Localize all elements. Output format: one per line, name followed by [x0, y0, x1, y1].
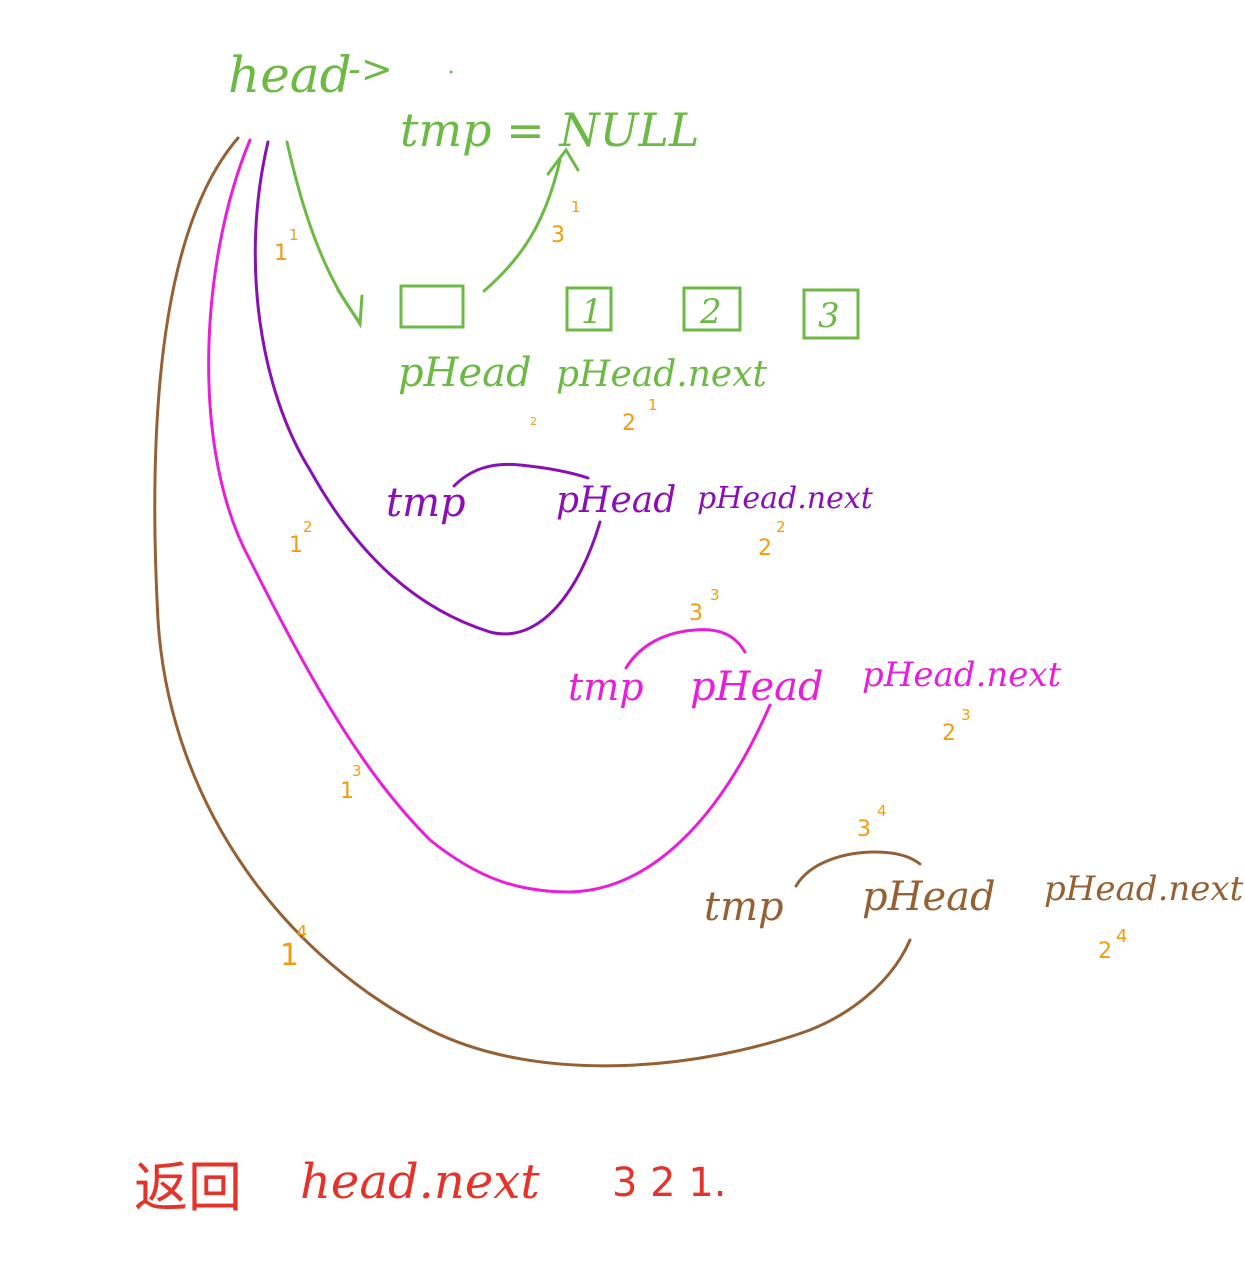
row3-phead-next: pHead.next	[862, 655, 1062, 695]
step-1-4-base: 1	[280, 938, 299, 973]
node-1-box	[565, 286, 613, 332]
step-2-2-sup: 2	[776, 518, 786, 536]
node-3-box	[802, 288, 860, 340]
row2-phead: pHead	[556, 480, 676, 521]
recursion-curve-3	[207, 138, 772, 894]
node-1-value: 1	[581, 292, 603, 332]
phead-next-label-green: pHead.next	[556, 354, 767, 395]
head-label: head	[228, 46, 352, 104]
step-1-3-sup: 3	[352, 762, 362, 780]
step-3-3-base: 3	[689, 601, 703, 626]
step-2-1-sup: 1	[648, 396, 658, 414]
step-1-2-base: 1	[289, 533, 303, 558]
step-2-1-base: 2	[622, 411, 636, 436]
recursion-curve-1-arrowhead	[336, 288, 364, 329]
node-3-value: 3	[818, 296, 840, 336]
step-1-2-sup: 2	[303, 518, 313, 536]
tmp-null-label: tmp = NULL	[400, 103, 699, 157]
result-expr: head.next	[300, 1154, 540, 1210]
tmp-phead-link-2	[452, 462, 590, 488]
row3-phead: pHead	[690, 664, 824, 710]
node-head-empty	[399, 284, 465, 329]
step-3-1-base: 3	[551, 223, 565, 248]
row3-tmp: tmp	[568, 665, 644, 709]
recursion-curve-4	[153, 136, 912, 1068]
step-1-3-base: 1	[340, 779, 354, 804]
row4-tmp: tmp	[704, 884, 784, 930]
result-prefix: 返回	[134, 1156, 242, 1219]
step-2-3-base: 2	[942, 721, 956, 746]
step-2-4-base: 2	[1098, 939, 1112, 964]
node-to-null-arrow	[482, 158, 562, 293]
node-2-value: 2	[699, 292, 722, 332]
row2-tmp: tmp	[386, 480, 466, 526]
step-3-4-base: 3	[857, 817, 871, 842]
step-3-4-sup: 4	[877, 802, 887, 820]
head-arrow: ->	[348, 47, 393, 91]
step-3-1-sup: 1	[571, 198, 581, 216]
recursion-curve-2	[253, 140, 602, 636]
phead-label-green: pHead	[398, 350, 532, 396]
step-1-1-sup: 1	[289, 226, 299, 244]
row2-phead-next: pHead.next	[697, 481, 874, 516]
row4-phead: pHead	[862, 874, 996, 920]
step-2-2-base: 2	[758, 536, 772, 561]
tmp-phead-link-4	[794, 850, 922, 888]
node-2-box	[682, 286, 742, 332]
result-values: 3 2 1.	[612, 1160, 727, 1206]
step-3-3-sup: 3	[710, 586, 720, 604]
step-2-4-sup: 4	[1116, 926, 1127, 947]
step-2-1-stray: 2	[530, 415, 537, 428]
row4-phead-next: pHead.next.	[1044, 869, 1245, 909]
step-1-1-base: 1	[274, 241, 288, 266]
step-1-4-sup: 4	[296, 922, 307, 943]
null-dot	[449, 70, 453, 74]
step-2-3-sup: 3	[961, 706, 971, 724]
node-to-null-arrowhead	[546, 147, 580, 176]
tmp-phead-link-3	[624, 628, 747, 670]
